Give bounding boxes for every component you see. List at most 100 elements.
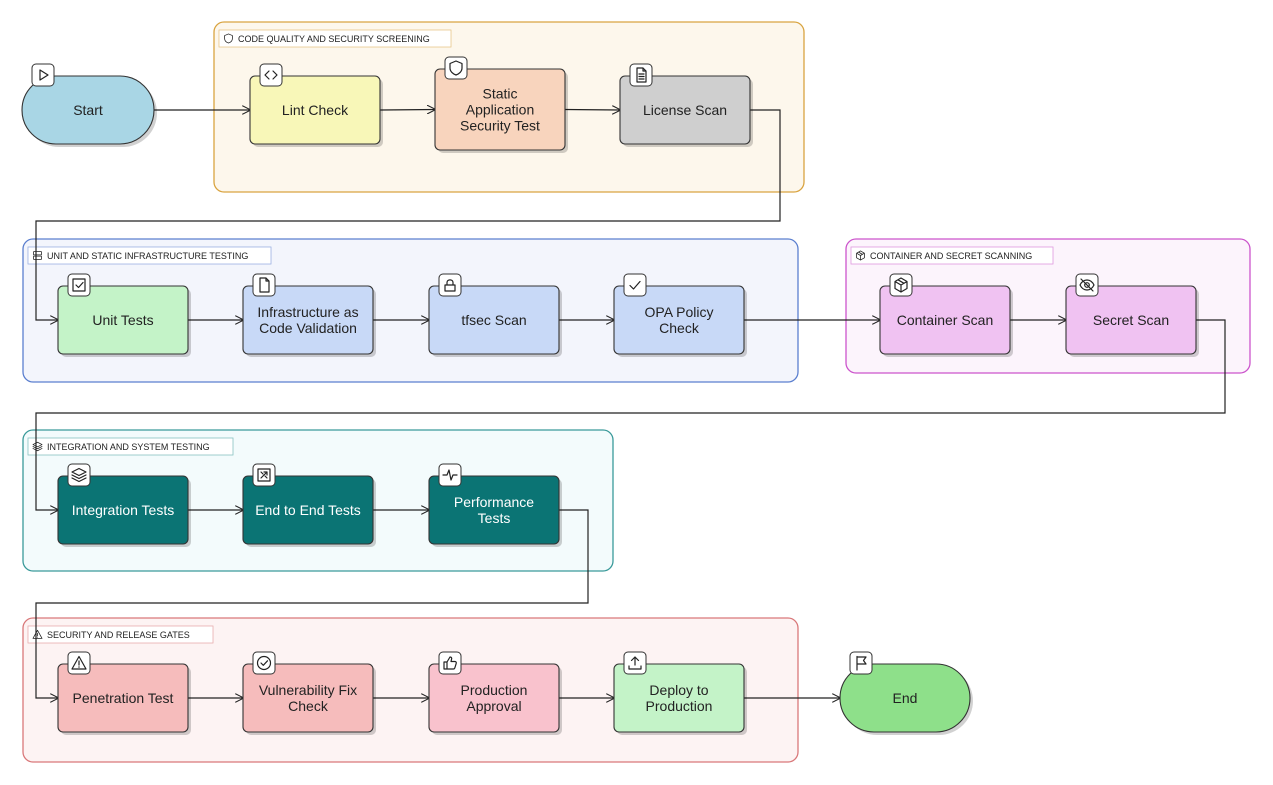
node-icon-badge [629, 63, 653, 87]
node-start[interactable]: Start [21, 63, 157, 147]
group-container [22, 617, 799, 763]
upload-icon [628, 656, 642, 670]
package-icon [856, 250, 865, 261]
node-icon-badge [623, 273, 647, 297]
node-tfsec[interactable]: tfsec Scan [428, 273, 562, 357]
node-license[interactable]: License Scan [619, 63, 753, 147]
node-box[interactable] [879, 285, 1011, 355]
node-box[interactable] [839, 663, 971, 733]
node-box[interactable] [21, 75, 155, 145]
shield-icon [224, 33, 233, 44]
node-box[interactable] [434, 68, 566, 151]
node-pentest[interactable]: Penetration Test [57, 651, 191, 735]
node-box[interactable] [613, 663, 745, 733]
node-lint[interactable]: Lint Check [249, 63, 383, 147]
alert-triangle-icon [71, 655, 87, 670]
node-label: Integration Tests [72, 502, 174, 518]
edge-license-to-unit [35, 109, 781, 320]
alert-triangle-icon [32, 629, 43, 639]
server-icon [33, 251, 42, 260]
node-label: Secret Scan [1093, 312, 1169, 328]
node-box[interactable] [428, 663, 560, 733]
check-square-icon [72, 278, 86, 292]
node-icon-badge [849, 651, 873, 675]
node-container[interactable]: Container Scan [879, 273, 1013, 357]
group-label-tag [27, 246, 272, 265]
node-box[interactable] [249, 75, 381, 145]
thumbs-up-icon [443, 656, 457, 670]
node-icon-badge [31, 63, 55, 87]
group-label-tag [850, 246, 1054, 265]
node-unit[interactable]: Unit Tests [57, 273, 191, 357]
node-box[interactable] [242, 285, 374, 355]
group-label-tag [218, 29, 452, 48]
group-g2: UNIT AND STATIC INFRASTRUCTURE TESTING [22, 238, 799, 383]
node-label: Penetration Test [73, 690, 174, 706]
shield-icon [449, 60, 463, 76]
edge-lint-to-sast [379, 110, 435, 111]
group-container [22, 238, 799, 383]
layers-icon [32, 441, 43, 452]
node-box[interactable] [428, 475, 560, 545]
node-label: tfsec Scan [461, 312, 526, 328]
flag-icon [856, 655, 867, 671]
file-text-icon [636, 67, 647, 83]
layers-icon [71, 467, 87, 483]
node-icon-badge [67, 273, 91, 297]
node-icon-badge [252, 273, 276, 297]
node-integration[interactable]: Integration Tests [57, 463, 191, 547]
node-secret[interactable]: Secret Scan [1065, 273, 1199, 357]
node-box[interactable] [613, 285, 745, 355]
group-label: CODE QUALITY AND SECURITY SCREENING [238, 34, 430, 44]
node-box[interactable] [428, 285, 560, 355]
node-box[interactable] [242, 475, 374, 545]
edge-perf-to-pentest [35, 509, 589, 698]
node-box[interactable] [57, 475, 189, 545]
node-label: License Scan [643, 102, 727, 118]
node-icon-badge [444, 56, 468, 80]
node-box[interactable] [57, 285, 189, 355]
activity-icon [442, 469, 458, 481]
node-icon-badge [259, 63, 283, 87]
node-icon-badge [252, 651, 276, 675]
node-box[interactable] [57, 663, 189, 733]
edge-sast-to-license [564, 110, 620, 111]
node-label: Unit Tests [92, 312, 153, 328]
package-icon [894, 277, 908, 293]
group-label: SECURITY AND RELEASE GATES [47, 630, 190, 640]
node-box[interactable] [242, 663, 374, 733]
node-e2e[interactable]: End to End Tests [242, 463, 376, 547]
check-icon [629, 280, 641, 290]
node-label: Container Scan [897, 312, 994, 328]
group-g5: SECURITY AND RELEASE GATES [22, 617, 799, 763]
node-box[interactable] [619, 75, 751, 145]
node-icon-badge [438, 651, 462, 675]
group-label: INTEGRATION AND SYSTEM TESTING [47, 442, 210, 452]
shuffle-icon [257, 468, 271, 482]
node-end[interactable]: End [839, 651, 973, 735]
group-label-tag [27, 437, 234, 456]
node-label: End to End Tests [255, 502, 361, 518]
node-label: End [893, 690, 918, 706]
file-icon [259, 277, 270, 293]
group-label-tag [27, 625, 214, 644]
lock-icon [444, 279, 456, 292]
edge-secret-to-integration [35, 319, 1226, 510]
code-icon [264, 70, 278, 80]
node-box[interactable] [1065, 285, 1197, 355]
group-label: UNIT AND STATIC INFRASTRUCTURE TESTING [47, 251, 248, 261]
